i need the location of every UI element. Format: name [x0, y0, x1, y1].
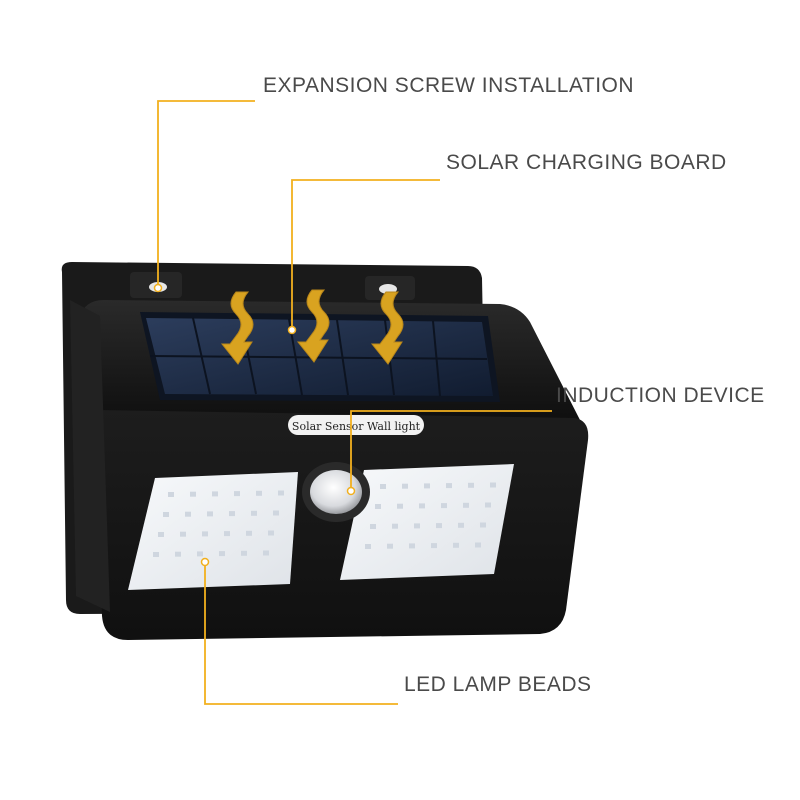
- product-badge: [288, 415, 424, 435]
- callout-line-led: [204, 562, 398, 705]
- callout-led-beads: LED LAMP BEADS: [404, 673, 592, 696]
- callout-line-screw: [157, 100, 255, 288]
- callout-expansion-screw: EXPANSION SCREW INSTALLATION: [263, 74, 635, 97]
- led-bead: [370, 524, 376, 529]
- led-bead: [256, 490, 262, 496]
- led-bead: [402, 483, 408, 489]
- led-panel-left: [128, 472, 298, 590]
- callout-line-solar: [291, 179, 440, 330]
- led-bead: [246, 530, 252, 536]
- callout-induction-device: INDUCTION DEVICE: [556, 384, 765, 407]
- led-bead: [458, 522, 464, 528]
- led-bead: [207, 511, 213, 517]
- solar-panel: [140, 312, 500, 402]
- led-bead: [480, 522, 486, 528]
- led-beads: [153, 482, 496, 557]
- led-bead: [168, 492, 174, 497]
- led-bead: [212, 491, 218, 497]
- led-bead: [365, 544, 371, 549]
- led-bead: [463, 502, 469, 508]
- led-bead: [485, 502, 491, 508]
- led-panel-right: [340, 464, 514, 580]
- callout-lines: [157, 100, 552, 705]
- led-bead: [234, 491, 240, 497]
- led-bead: [419, 503, 425, 509]
- led-bead: [446, 483, 452, 489]
- led-bead: [380, 484, 386, 489]
- pir-sensor-dome: [310, 470, 362, 514]
- led-bead: [219, 551, 225, 557]
- led-bead: [431, 543, 437, 549]
- led-bead: [251, 510, 257, 516]
- arrow-icon: [220, 291, 254, 365]
- arrow-icon: [370, 291, 404, 365]
- charging-arrows: [220, 289, 404, 365]
- led-bead: [185, 511, 191, 517]
- led-bead: [273, 510, 279, 516]
- led-bead: [175, 551, 181, 557]
- led-bead: [190, 491, 196, 497]
- led-bead: [436, 523, 442, 529]
- led-bead: [263, 550, 269, 556]
- led-bead: [241, 550, 247, 556]
- callout-dots: [153, 283, 356, 567]
- led-bead: [229, 511, 235, 517]
- led-bead: [268, 530, 274, 536]
- led-bead: [180, 531, 186, 537]
- led-bead: [197, 551, 203, 557]
- led-bead: [453, 542, 459, 548]
- led-bead: [392, 523, 398, 529]
- led-bead: [224, 531, 230, 537]
- led-bead: [387, 543, 393, 549]
- led-bead: [375, 504, 381, 509]
- body-side: [70, 300, 110, 612]
- led-bead: [397, 503, 403, 509]
- arrow-icon: [296, 289, 330, 363]
- led-bead: [163, 512, 169, 517]
- led-bead: [158, 532, 164, 537]
- product-badge-text: Solar Sensor Wall light: [292, 420, 421, 433]
- led-bead: [153, 552, 159, 557]
- led-bead: [202, 531, 208, 537]
- led-bead: [490, 482, 496, 488]
- callout-line-induction: [350, 410, 552, 491]
- led-bead: [468, 482, 474, 488]
- led-bead: [414, 523, 420, 529]
- led-bead: [424, 483, 430, 489]
- led-bead: [278, 490, 284, 496]
- callout-solar-board: SOLAR CHARGING BOARD: [446, 151, 727, 174]
- led-bead: [441, 503, 447, 509]
- led-bead: [475, 542, 481, 548]
- led-bead: [409, 543, 415, 549]
